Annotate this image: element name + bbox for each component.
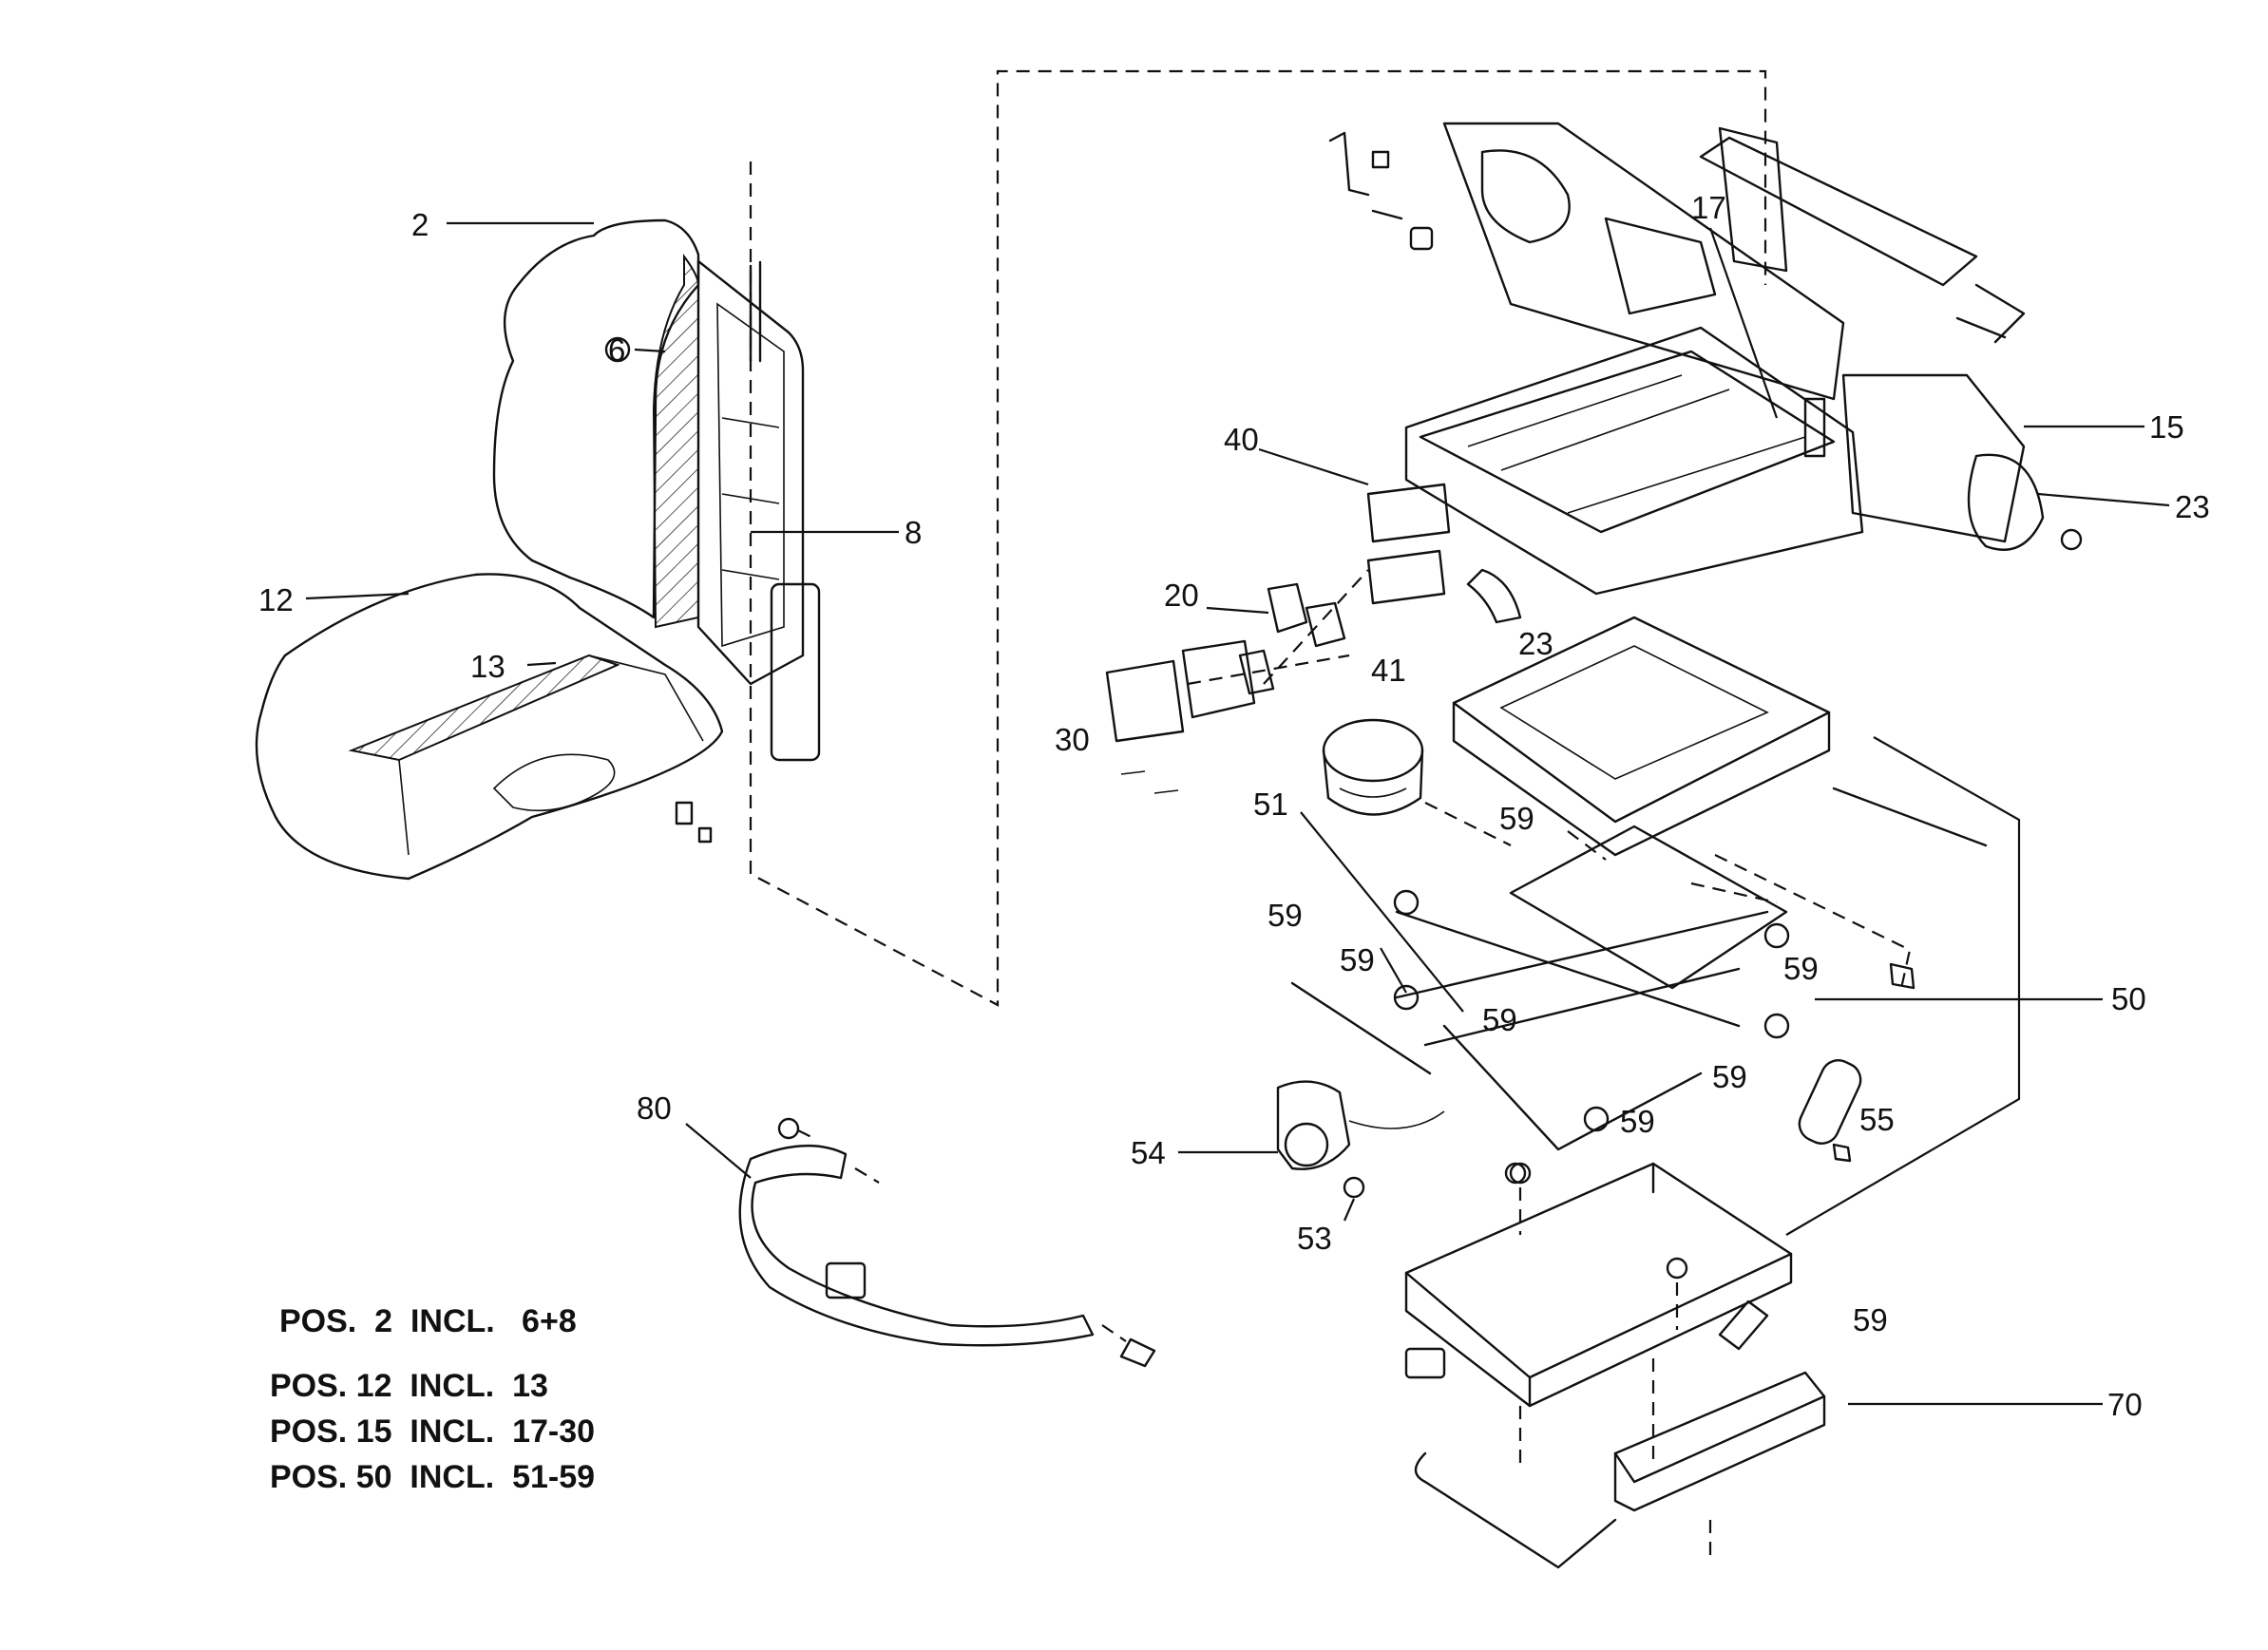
legend-line-2: POS. 12 INCL. 13 [270,1368,548,1404]
lever-assembly [1105,483,1522,794]
legend-line-4: POS. 50 INCL. 51-59 [270,1459,596,1495]
callout-6: 6 [608,332,625,368]
callout-20: 20 [1164,578,1199,613]
callout-8: 8 [905,515,922,550]
callout-41: 41 [1371,653,1406,688]
connection-dashed-line [749,69,1767,1007]
backrest-assembly [492,218,821,762]
callout-12: 12 [258,582,294,617]
callout-15: 15 [2149,409,2184,445]
hardware-small-parts [1328,131,2026,344]
callout-40: 40 [1224,422,1259,457]
callout-59: 59 [1712,1059,1747,1094]
callout-59: 59 [1499,801,1534,836]
leader-lines [305,221,2170,1406]
upper-frame-assembly [1404,122,2083,596]
callout-23: 23 [1518,626,1553,661]
seat-belt-assembly [738,1117,1156,1368]
callout-17: 17 [1691,190,1726,225]
callouts: 2 6 8 12 13 17 15 23 40 20 23 41 30 51 5… [258,190,2210,1422]
legend-line-3: POS. 15 INCL. 17-30 [270,1413,596,1450]
callout-55: 55 [1859,1102,1895,1137]
callout-59: 59 [1620,1104,1655,1139]
callout-2: 2 [411,207,429,242]
suspension-assembly [1276,616,1988,1199]
callout-59: 59 [1267,898,1303,933]
callout-59: 59 [1340,942,1375,977]
callout-53: 53 [1297,1221,1332,1256]
legend-line-1: POS. 2 INCL. 6+8 [279,1303,577,1339]
base-frame-assembly [1404,1162,1826,1569]
callout-80: 80 [637,1091,672,1126]
callout-13: 13 [470,649,505,684]
callout-59: 59 [1482,1002,1517,1037]
group-bracket [1785,736,2021,1236]
callout-23: 23 [2175,489,2210,524]
callout-59: 59 [1783,951,1819,986]
callout-30: 30 [1055,722,1090,757]
callout-54: 54 [1131,1135,1166,1170]
seat-cushion [255,573,724,881]
callout-50: 50 [2111,981,2146,1016]
callout-59: 59 [1853,1302,1888,1337]
callout-70: 70 [2107,1387,2143,1422]
callout-51: 51 [1253,787,1288,822]
